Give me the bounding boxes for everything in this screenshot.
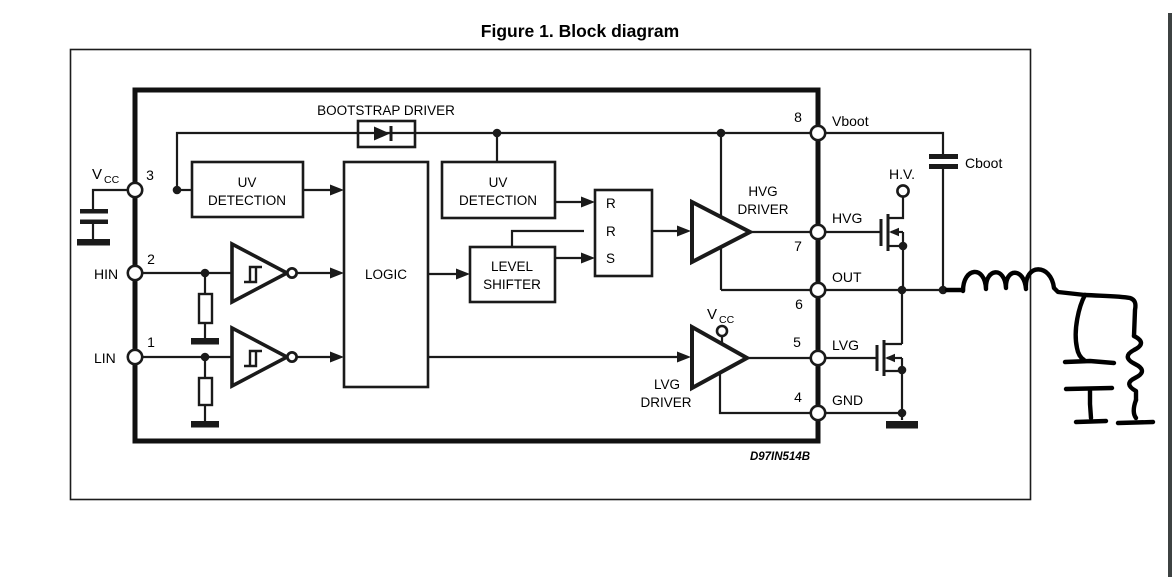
- diagram-code: D97IN514B: [750, 451, 810, 463]
- cap-plate-top: [1062, 358, 1117, 366]
- latch-r2-label: R: [606, 224, 616, 239]
- pin-circle-6: [809, 281, 827, 299]
- pin-circle-7: [809, 223, 827, 241]
- junction-dots: [172, 128, 948, 418]
- bootstrap-diode: [374, 126, 393, 141]
- pin-number-2: 2: [147, 251, 155, 267]
- lvg-vcc-label-sub: CC: [719, 314, 735, 326]
- uv-detection-left-label-1: UV: [238, 175, 257, 190]
- uv-detection-right-label-2: DETECTION: [459, 193, 537, 208]
- cap-ground-bar: [1073, 418, 1109, 425]
- latch-s-label: S: [606, 251, 615, 266]
- hin-schmitt-trigger: [230, 241, 298, 305]
- block-uv-detection-left: [190, 160, 305, 219]
- bootstrap-driver-label: BOOTSTRAP DRIVER: [317, 103, 455, 118]
- pin-number-3: 3: [146, 167, 154, 183]
- out-pin-label: OUT: [832, 269, 862, 285]
- pin-circle-4: [809, 404, 827, 422]
- lvg-driver-label-1: LVG: [654, 377, 680, 392]
- lin-schmitt-trigger: [230, 325, 298, 389]
- cboot-label: Cboot: [965, 155, 1002, 171]
- pin-circles: [126, 124, 910, 422]
- vboot-pin-label: Vboot: [832, 113, 869, 129]
- pin-number-7: 7: [794, 238, 802, 254]
- cboot-capacitor: [929, 154, 958, 169]
- vcc-capacitor: [77, 209, 110, 246]
- wires: [91, 131, 963, 421]
- hvg-driver-label-1: HVG: [748, 184, 777, 199]
- pin-circle-1: [126, 348, 144, 366]
- pin-circle-5: [809, 349, 827, 367]
- power-ground-bar: [886, 421, 918, 429]
- lvg-driver-label-2: DRIVER: [640, 395, 691, 410]
- pin-number-4: 4: [794, 389, 802, 405]
- resistor-branch-wire: [1082, 292, 1138, 339]
- hysteresis-icon: [244, 265, 262, 284]
- pin-number-6: 6: [795, 296, 803, 312]
- hv-label: H.V.: [889, 166, 915, 182]
- hv-terminal-circle: [896, 184, 910, 198]
- arrowheads: [330, 184, 899, 363]
- block-uv-detection-right: [440, 160, 557, 220]
- pin-number-8: 8: [794, 109, 802, 125]
- gnd-pin-label: GND: [832, 392, 863, 408]
- pin-circle-3: [126, 181, 144, 199]
- resistor-ground-bar: [1115, 419, 1156, 426]
- figure-title: Figure 1. Block diagram: [481, 21, 679, 41]
- inductor-icon: [960, 267, 1088, 298]
- hin-ground-bar: [191, 338, 219, 345]
- hand-drawn-load-sketch: [944, 267, 1156, 426]
- pin-number-1: 1: [147, 334, 155, 350]
- cap-stem: [1087, 386, 1094, 421]
- lin-pulldown-resistor: [197, 376, 214, 407]
- lin-ground-bar: [191, 421, 219, 428]
- level-shifter-label-1: LEVEL: [491, 259, 534, 274]
- uv-detection-left-label-2: DETECTION: [208, 193, 286, 208]
- uv-detection-right-label-1: UV: [489, 175, 508, 190]
- lvg-driver-triangle: [690, 323, 752, 392]
- resistor-zigzag-icon: [1125, 333, 1145, 403]
- block-rs-latch: [593, 188, 654, 278]
- bootstrap-diode-box: [356, 119, 417, 149]
- hvg-driver-label-2: DRIVER: [737, 202, 788, 217]
- pin-circle-8: [809, 124, 827, 142]
- lvg-pin-label: LVG: [832, 337, 859, 353]
- pin-number-5: 5: [793, 334, 801, 350]
- hin-pulldown-resistor: [197, 292, 214, 325]
- resistor-stem: [1131, 397, 1139, 421]
- inverter-bubble: [285, 350, 298, 363]
- vcc-pin-label: V: [92, 166, 102, 183]
- hvg-pin-label: HVG: [832, 210, 862, 226]
- lin-pin-label: LIN: [94, 350, 116, 366]
- vcc-pin-label-sub: CC: [104, 174, 120, 186]
- level-shifter-label-2: SHIFTER: [483, 277, 541, 292]
- hvg-driver-triangle: [690, 198, 755, 266]
- hin-pin-label: HIN: [94, 266, 118, 282]
- page-edge-line: [1168, 13, 1172, 577]
- pin-circle-2: [126, 264, 144, 282]
- inverter-bubble: [285, 266, 298, 279]
- ground-bar: [77, 239, 110, 246]
- figure-frame: [69, 48, 1032, 501]
- cap-branch-wire: [1073, 292, 1088, 363]
- lvg-vcc-terminal-circle: [715, 324, 729, 338]
- block-logic: [342, 160, 430, 389]
- logic-label: LOGIC: [365, 267, 407, 282]
- ic-blocks: [190, 119, 654, 389]
- block-level-shifter: [468, 245, 557, 304]
- latch-r1-label: R: [606, 196, 616, 211]
- hysteresis-icon: [244, 349, 262, 368]
- lvg-vcc-label: V: [707, 306, 717, 323]
